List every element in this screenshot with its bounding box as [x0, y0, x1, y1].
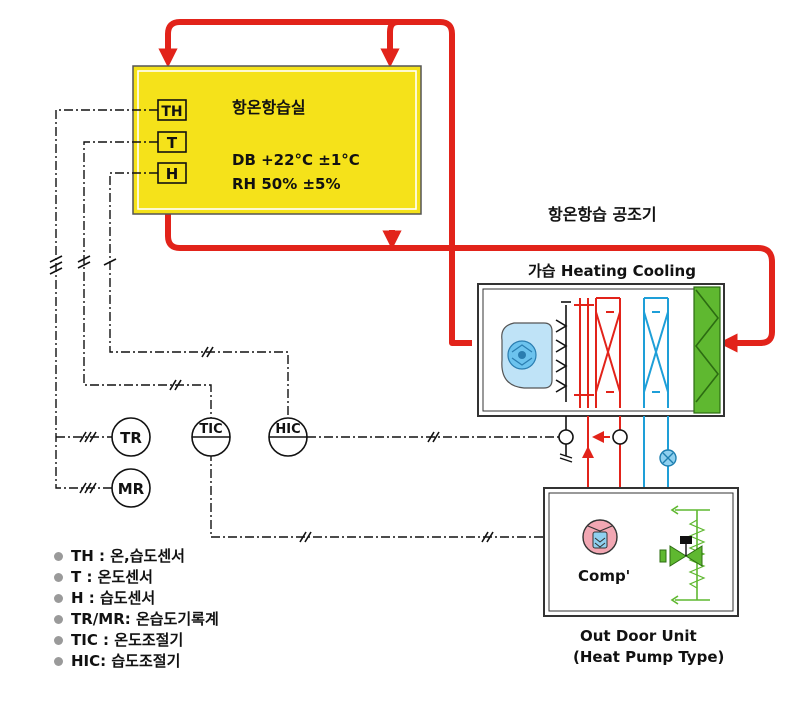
instrument-tr-label: TR [120, 429, 142, 447]
legend-item-label: H : 습도센서 [71, 589, 156, 607]
legend-item-t: T : 온도센서 [54, 567, 219, 588]
controlled-room: TH T H 항온항습실 DB +22°C ±1°C RH 50% ±5% [132, 65, 422, 215]
outdoor-unit: Comp' [543, 487, 739, 617]
slash-mark-tic-2 [481, 531, 494, 543]
return-duct [165, 212, 775, 353]
slash-mark-h-horizontal [201, 346, 214, 358]
instrument-mr: MR [111, 468, 151, 508]
cable-slash-marks [49, 255, 494, 543]
ahu-title: 항온항습 공조기 [548, 205, 657, 224]
instrument-tr: TR [111, 417, 151, 457]
h-signal-line [109, 172, 289, 420]
fan-icon [501, 322, 553, 389]
legend-item-label: TH : 온,습도센서 [71, 547, 185, 565]
sensor-th-label: TH [161, 104, 182, 120]
room-spec-db: DB +22°C ±1°C [232, 151, 360, 169]
legend-item-tr-mr: TR/MR: 온습도기록계 [54, 609, 219, 630]
slash-mark-hic [427, 431, 440, 443]
th-signal-line [55, 109, 158, 489]
humidifier-nozzles-icon [555, 301, 571, 402]
instrument-hic: HIC [268, 417, 308, 457]
slash-mark-th [49, 255, 63, 275]
legend-item-label: T : 온도센서 [71, 568, 153, 586]
bullet-icon [54, 636, 63, 645]
expansion-valve-icon [659, 449, 677, 467]
filter-icon [693, 286, 721, 414]
outdoor-unit-title-1: Out Door Unit [580, 627, 697, 645]
tic-to-outdoor-line [210, 452, 544, 538]
instrument-mr-label: MR [118, 480, 145, 498]
compressor-label: Comp' [578, 567, 630, 585]
slash-mark-tr [79, 431, 97, 443]
legend: TH : 온,습도센서 T : 온도센서 H : 습도센서 TR/MR: 온습도… [54, 546, 219, 672]
outdoor-unit-title-2: (Heat Pump Type) [573, 648, 724, 666]
instrument-tic: TIC [191, 417, 231, 457]
bullet-icon [54, 657, 63, 666]
sensor-h-label: H [166, 165, 179, 183]
solenoid-valve-icon [612, 429, 628, 445]
legend-item-tic: TIC : 온도조절기 [54, 630, 219, 651]
outdoor-coil-icon [670, 505, 710, 605]
supply-duct [158, 19, 472, 346]
slash-mark-mr [79, 482, 97, 494]
instrument-tic-label: TIC [199, 422, 222, 437]
legend-item-label: TR/MR: 온습도기록계 [71, 610, 219, 628]
slash-mark-t-horizontal [169, 379, 182, 391]
slash-mark-t [77, 255, 91, 269]
slash-mark-h [103, 258, 117, 266]
control-lines [55, 109, 560, 538]
legend-item-h: H : 습도센서 [54, 588, 219, 609]
humidifier-valve-icon [558, 416, 574, 463]
air-handling-unit [477, 283, 725, 417]
refrigerant-lines [582, 416, 669, 488]
bullet-icon [54, 552, 63, 561]
legend-item-hic: HIC: 습도조절기 [54, 651, 219, 672]
supply-duct-branch [380, 19, 400, 68]
four-way-valve-icon [659, 536, 703, 567]
bullet-icon [54, 573, 63, 582]
compressor-icon [582, 519, 618, 555]
bullet-icon [54, 615, 63, 624]
room-title: 항온항습실 [232, 98, 306, 117]
ahu-section-labels: 가습 Heating Cooling [528, 262, 696, 280]
heating-coil-icon [574, 297, 621, 408]
legend-item-label: TIC : 온도조절기 [71, 631, 184, 649]
instrument-hic-label: HIC [275, 422, 300, 437]
cooling-coil-icon [643, 297, 669, 408]
sensor-t-label: T [167, 134, 178, 152]
bullet-icon [54, 594, 63, 603]
slash-mark-tic-1 [299, 531, 312, 543]
room-spec-rh: RH 50% ±5% [232, 175, 341, 193]
legend-item-th: TH : 온,습도센서 [54, 546, 219, 567]
t-signal-line [83, 141, 212, 420]
air-duct-lines [158, 19, 775, 353]
legend-item-label: HIC: 습도조절기 [71, 652, 181, 670]
